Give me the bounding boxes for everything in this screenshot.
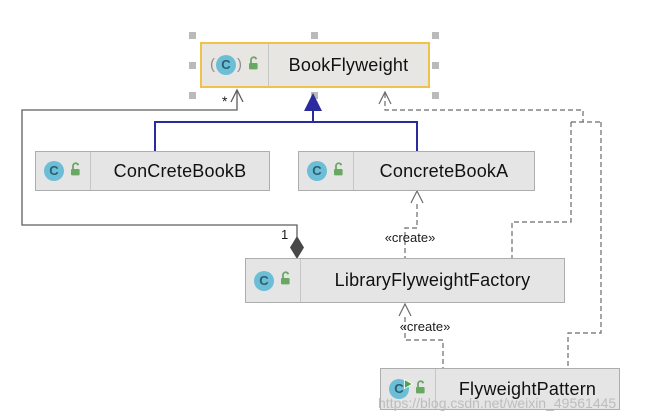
abstract-class-icon: (	[210, 56, 215, 73]
dependency-edge-to-bookflyweight[interactable]	[378, 90, 602, 368]
class-node-libraryflyweightfactory[interactable]: C LibraryFlyweightFactory	[245, 258, 565, 303]
class-name: ConCreteBookB	[113, 160, 247, 181]
class-node-concretebookb[interactable]: C ConCreteBookB	[35, 151, 270, 191]
selection-handle[interactable]	[189, 92, 196, 99]
aggregation-diamond	[290, 236, 304, 259]
open-arrowhead	[398, 302, 412, 317]
class-icon: C	[216, 55, 236, 75]
class-name: LibraryFlyweightFactory	[334, 270, 531, 290]
class-icon: C	[254, 270, 274, 291]
selection-handle[interactable]	[189, 62, 196, 69]
class-icon: C	[44, 161, 64, 181]
node-icons: C	[36, 152, 90, 190]
node-icons: C	[299, 152, 353, 190]
aggregation-edge[interactable]	[21, 88, 304, 259]
node-divider	[435, 369, 436, 409]
open-arrowhead	[410, 189, 424, 204]
node-icons: C	[381, 369, 435, 409]
class-name: BookFlyweight	[288, 54, 409, 75]
node-divider	[90, 152, 91, 190]
selection-handle[interactable]	[432, 62, 439, 69]
class-node-concretebooka[interactable]: C ConcreteBookA	[298, 151, 535, 191]
multiplicity-star-label: *	[222, 93, 228, 109]
watermark-text: https://blog.csdn.net/weixin_49561445	[378, 395, 617, 411]
class-node-flyweightpattern[interactable]: C FlyweightPattern	[380, 368, 620, 410]
selection-handle[interactable]	[311, 32, 318, 39]
node-icons: C	[246, 259, 300, 302]
runnable-class-icon: C	[389, 379, 409, 399]
class-node-bookflyweight[interactable]: ( C ) BookFlyweight	[200, 42, 430, 88]
create-label-factory-bookA: «create»	[384, 230, 436, 245]
open-arrowhead	[230, 88, 244, 103]
multiplicity-one-label: 1	[281, 227, 289, 242]
public-lock-icon	[278, 270, 293, 291]
selection-handle[interactable]	[432, 92, 439, 99]
node-divider	[353, 152, 354, 190]
inheritance-arrowhead	[304, 93, 322, 111]
public-lock-icon	[331, 161, 346, 182]
abstract-class-icon: )	[237, 56, 242, 73]
class-name: ConcreteBookA	[379, 160, 509, 181]
run-overlay-icon	[404, 376, 414, 394]
selection-handle[interactable]	[311, 92, 318, 99]
public-lock-icon	[246, 55, 261, 76]
class-name: FlyweightPattern	[458, 378, 597, 399]
inheritance-edge[interactable]	[154, 93, 418, 151]
node-divider	[300, 259, 301, 302]
node-icons: ( C )	[202, 44, 268, 86]
open-arrowhead	[378, 90, 392, 105]
selection-handle[interactable]	[189, 32, 196, 39]
create-dependency-factory-bookA[interactable]	[404, 189, 424, 258]
node-divider	[268, 44, 269, 86]
selection-handle[interactable]	[432, 32, 439, 39]
public-lock-icon	[68, 161, 83, 182]
public-lock-icon	[413, 379, 428, 400]
class-icon: C	[307, 161, 327, 181]
create-label-pattern-factory: «create»	[399, 319, 451, 334]
create-dependency-pattern-factory[interactable]	[398, 302, 444, 368]
